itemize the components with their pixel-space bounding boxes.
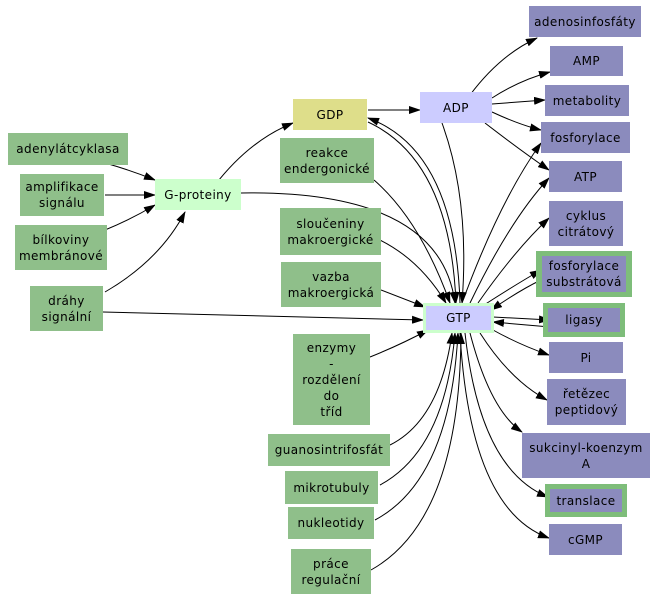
edge-adp-fosforylace <box>491 111 542 132</box>
edge-gproteiny-gdp <box>214 122 294 186</box>
node-sukcinyl-koenzym-a: sukcinyl-koenzym A <box>522 433 650 478</box>
node-ligasy-label: ligasy <box>548 308 620 332</box>
node-fosforylace: fosforylace <box>541 122 630 153</box>
node-gtp: GTP <box>423 303 494 333</box>
edge-drahy-gtp <box>102 311 424 324</box>
node-adenosinfosfaty: adenosinfosfáty <box>529 6 641 37</box>
edge-vazba-gtp <box>380 289 426 308</box>
node-metabolity: metabolity <box>545 85 629 116</box>
edge-gtp-fosforylace <box>461 142 542 304</box>
edge-slouceniny-gtp <box>379 239 447 304</box>
edge-adp-amp <box>491 70 551 99</box>
node-translace-label: translace <box>550 489 622 512</box>
node-drahy-signalni: dráhy signální <box>30 286 103 331</box>
edge-bilkoviny-gproteiny <box>104 204 156 231</box>
node-reakce-endergonicke: reakce endergonické <box>280 138 374 183</box>
edge-prace-gtp <box>370 332 465 571</box>
edge-gtp-retezec <box>479 332 548 401</box>
edge-adp-atp <box>484 122 550 171</box>
edge-nukleotidy-gtp <box>374 332 462 521</box>
node-guanosintrifosfat: guanosintrifosfát <box>268 434 390 466</box>
edge-reakce-gtp <box>373 179 451 304</box>
edge-adp-gtp <box>441 122 467 304</box>
edge-gtp-gdp <box>367 117 461 304</box>
edge-ligasy-gtp <box>492 318 551 328</box>
edge-gtp-sukcinyl <box>469 332 523 433</box>
node-fosforylace-substratova: fosforylace substrátová <box>536 251 632 297</box>
edge-enzymy-gtp <box>369 329 429 358</box>
edge-drahy-gproteiny <box>104 211 186 293</box>
node-ligasy: ligasy <box>543 303 625 337</box>
edge-gtp-fosforylace-substratova <box>483 269 542 306</box>
edge-adenylatcyklasa-gproteiny <box>104 162 156 181</box>
node-amplifikace-signalu: amplifikace signálu <box>20 174 104 216</box>
edge-adp-metabolity <box>491 96 546 105</box>
node-atp: ATP <box>549 161 622 192</box>
edge-gproteiny-gtp <box>240 192 458 304</box>
node-prace-regulacni: práce regulační <box>291 549 371 594</box>
node-adenylatcyklasa: adenylátcyklasa <box>8 133 128 165</box>
node-enzymy: enzymy - rozdělení do tříd <box>293 334 370 425</box>
node-mikrotubuly: mikrotubuly <box>285 471 378 504</box>
node-vazba-makroergicka: vazba makroergická <box>281 262 381 307</box>
edge-gtp-atp <box>469 177 550 304</box>
edge-gtp-cgmp <box>459 332 550 539</box>
edge-gtp-ligasy <box>492 315 551 324</box>
node-adp: ADP <box>420 92 492 123</box>
edge-guanosin-gtp <box>389 332 455 446</box>
node-nukleotidy: nukleotidy <box>288 507 374 539</box>
node-cyklus-citratovy: cyklus citrátový <box>549 201 623 246</box>
edge-mikrotubuly-gtp <box>379 332 459 486</box>
node-retezec-peptidovy: řetězec peptidový <box>547 379 626 425</box>
edge-gtp-pi <box>492 329 550 356</box>
edge-gtp-cyklus <box>477 217 550 304</box>
node-slouceniny-makroergicke: sloučeniny makroergické <box>280 208 381 255</box>
node-cgmp: cGMP <box>549 524 622 555</box>
edge-gtp-translace <box>464 332 549 498</box>
node-gdp: GDP <box>293 99 367 130</box>
edge-adp-adenosinfosfaty <box>469 37 538 96</box>
node-amp: AMP <box>550 46 623 76</box>
node-fosforylace-substratova-label: fosforylace substrátová <box>542 256 626 292</box>
node-g-proteiny: G-proteiny <box>155 179 241 210</box>
node-translace: translace <box>545 484 627 517</box>
node-bilkoviny-membranove: bílkoviny membránové <box>15 225 107 270</box>
node-pi: Pi <box>549 342 623 373</box>
edge-gdp-gtp <box>367 121 460 304</box>
